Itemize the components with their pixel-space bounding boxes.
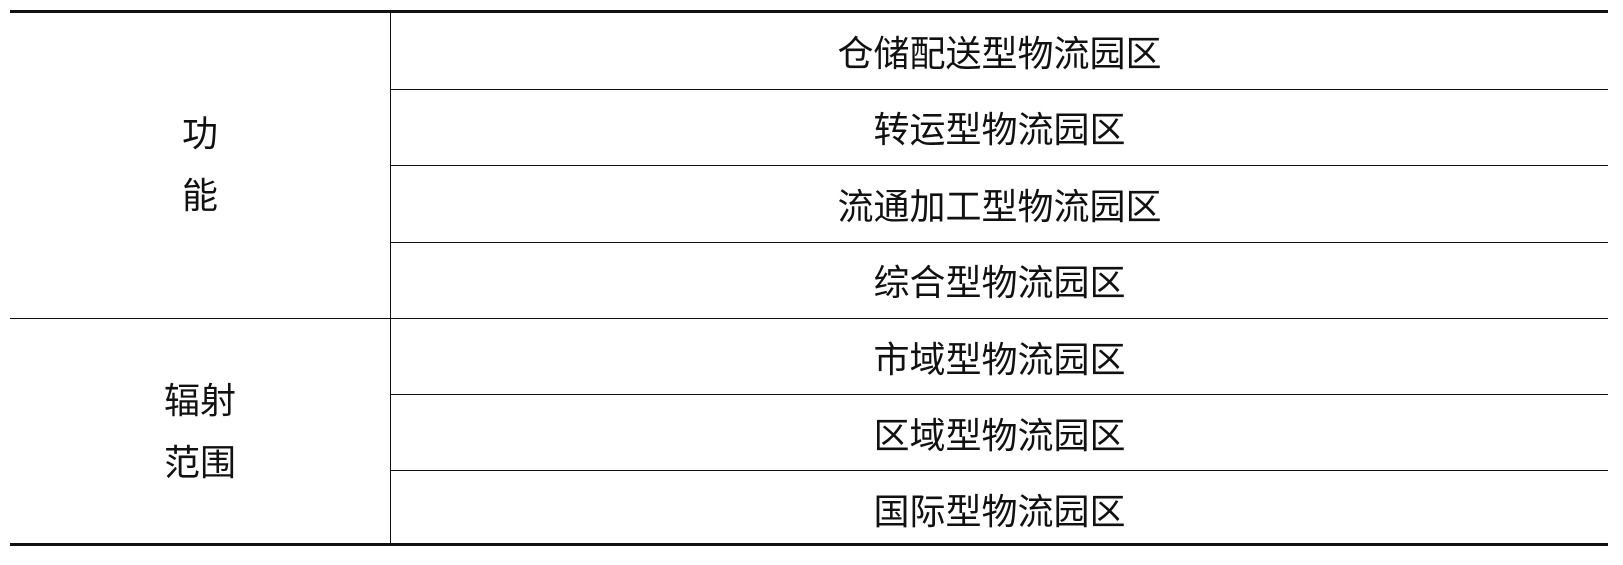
- table-row: 流通加工型物流园区: [391, 166, 1608, 243]
- table-row: 市域型物流园区: [391, 319, 1608, 395]
- group-function: 功 能 仓储配送型物流园区 转运型物流园区 流通加工型物流园区 综合型物流园区: [10, 13, 1608, 319]
- table-row: 综合型物流园区: [873, 263, 1126, 305]
- category-cell: 辐射 范围: [10, 319, 391, 546]
- table-row: 国际型物流园区: [873, 491, 1126, 533]
- category-label-radiation-range: 辐射 范围: [163, 380, 236, 484]
- classification-table: 功 能 仓储配送型物流园区 转运型物流园区 流通加工型物流园区 综合型物流园区 …: [10, 10, 1608, 546]
- table-row: 转运型物流园区: [391, 90, 1608, 166]
- category-cell: 功 能: [10, 13, 391, 318]
- table-row: 区域型物流园区: [391, 395, 1608, 471]
- category-label-function: 功 能: [181, 113, 218, 217]
- table-row: 仓储配送型物流园区: [391, 13, 1608, 90]
- group-radiation-range: 辐射 范围 市域型物流园区 区域型物流园区 国际型物流园区: [10, 319, 1608, 546]
- item-list: 市域型物流园区 区域型物流园区 国际型物流园区: [391, 319, 1608, 546]
- item-list: 仓储配送型物流园区 转运型物流园区 流通加工型物流园区 综合型物流园区: [391, 13, 1608, 318]
